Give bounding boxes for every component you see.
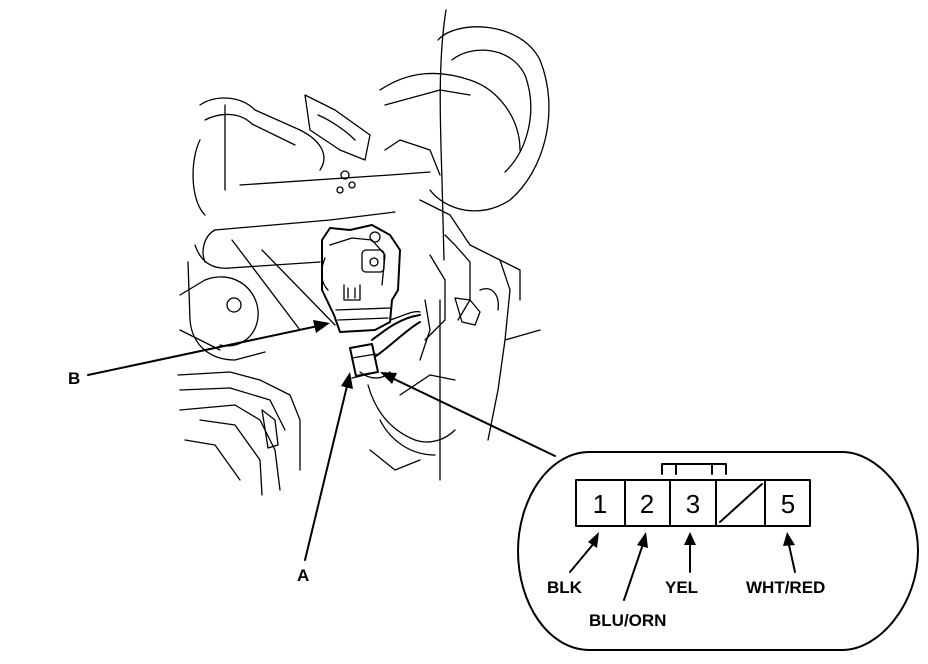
connector-latch: [661, 463, 727, 475]
arrowhead-connector: [380, 372, 397, 384]
arrowhead-a: [341, 372, 353, 389]
pin-1: 1: [593, 489, 607, 519]
wire-label-blk: BLK: [547, 578, 583, 597]
wire-label-wht-red: WHT/RED: [746, 578, 825, 597]
wire-leaders: [569, 532, 796, 601]
callout-label-a: A: [297, 566, 309, 585]
wire-label-blu-orn: BLU/ORN: [589, 611, 666, 630]
engine-line-art: [177, 9, 550, 496]
connector-face: 1 2 3 5: [575, 463, 811, 527]
callout-leaders: [87, 320, 556, 561]
callout-label-b: B: [68, 369, 80, 388]
detail-bubble-outline: [517, 451, 919, 651]
wire-label-yel: YEL: [665, 578, 698, 597]
pin-3: 3: [686, 489, 700, 519]
arrowhead-b: [313, 320, 330, 333]
empty-cavity-slash: [719, 483, 763, 523]
pin-5: 5: [781, 489, 795, 519]
pin-2: 2: [640, 489, 654, 519]
connector-detail: 1 2 3 5 BLK BLU/ORN YEL WHT/RED: [517, 451, 919, 651]
